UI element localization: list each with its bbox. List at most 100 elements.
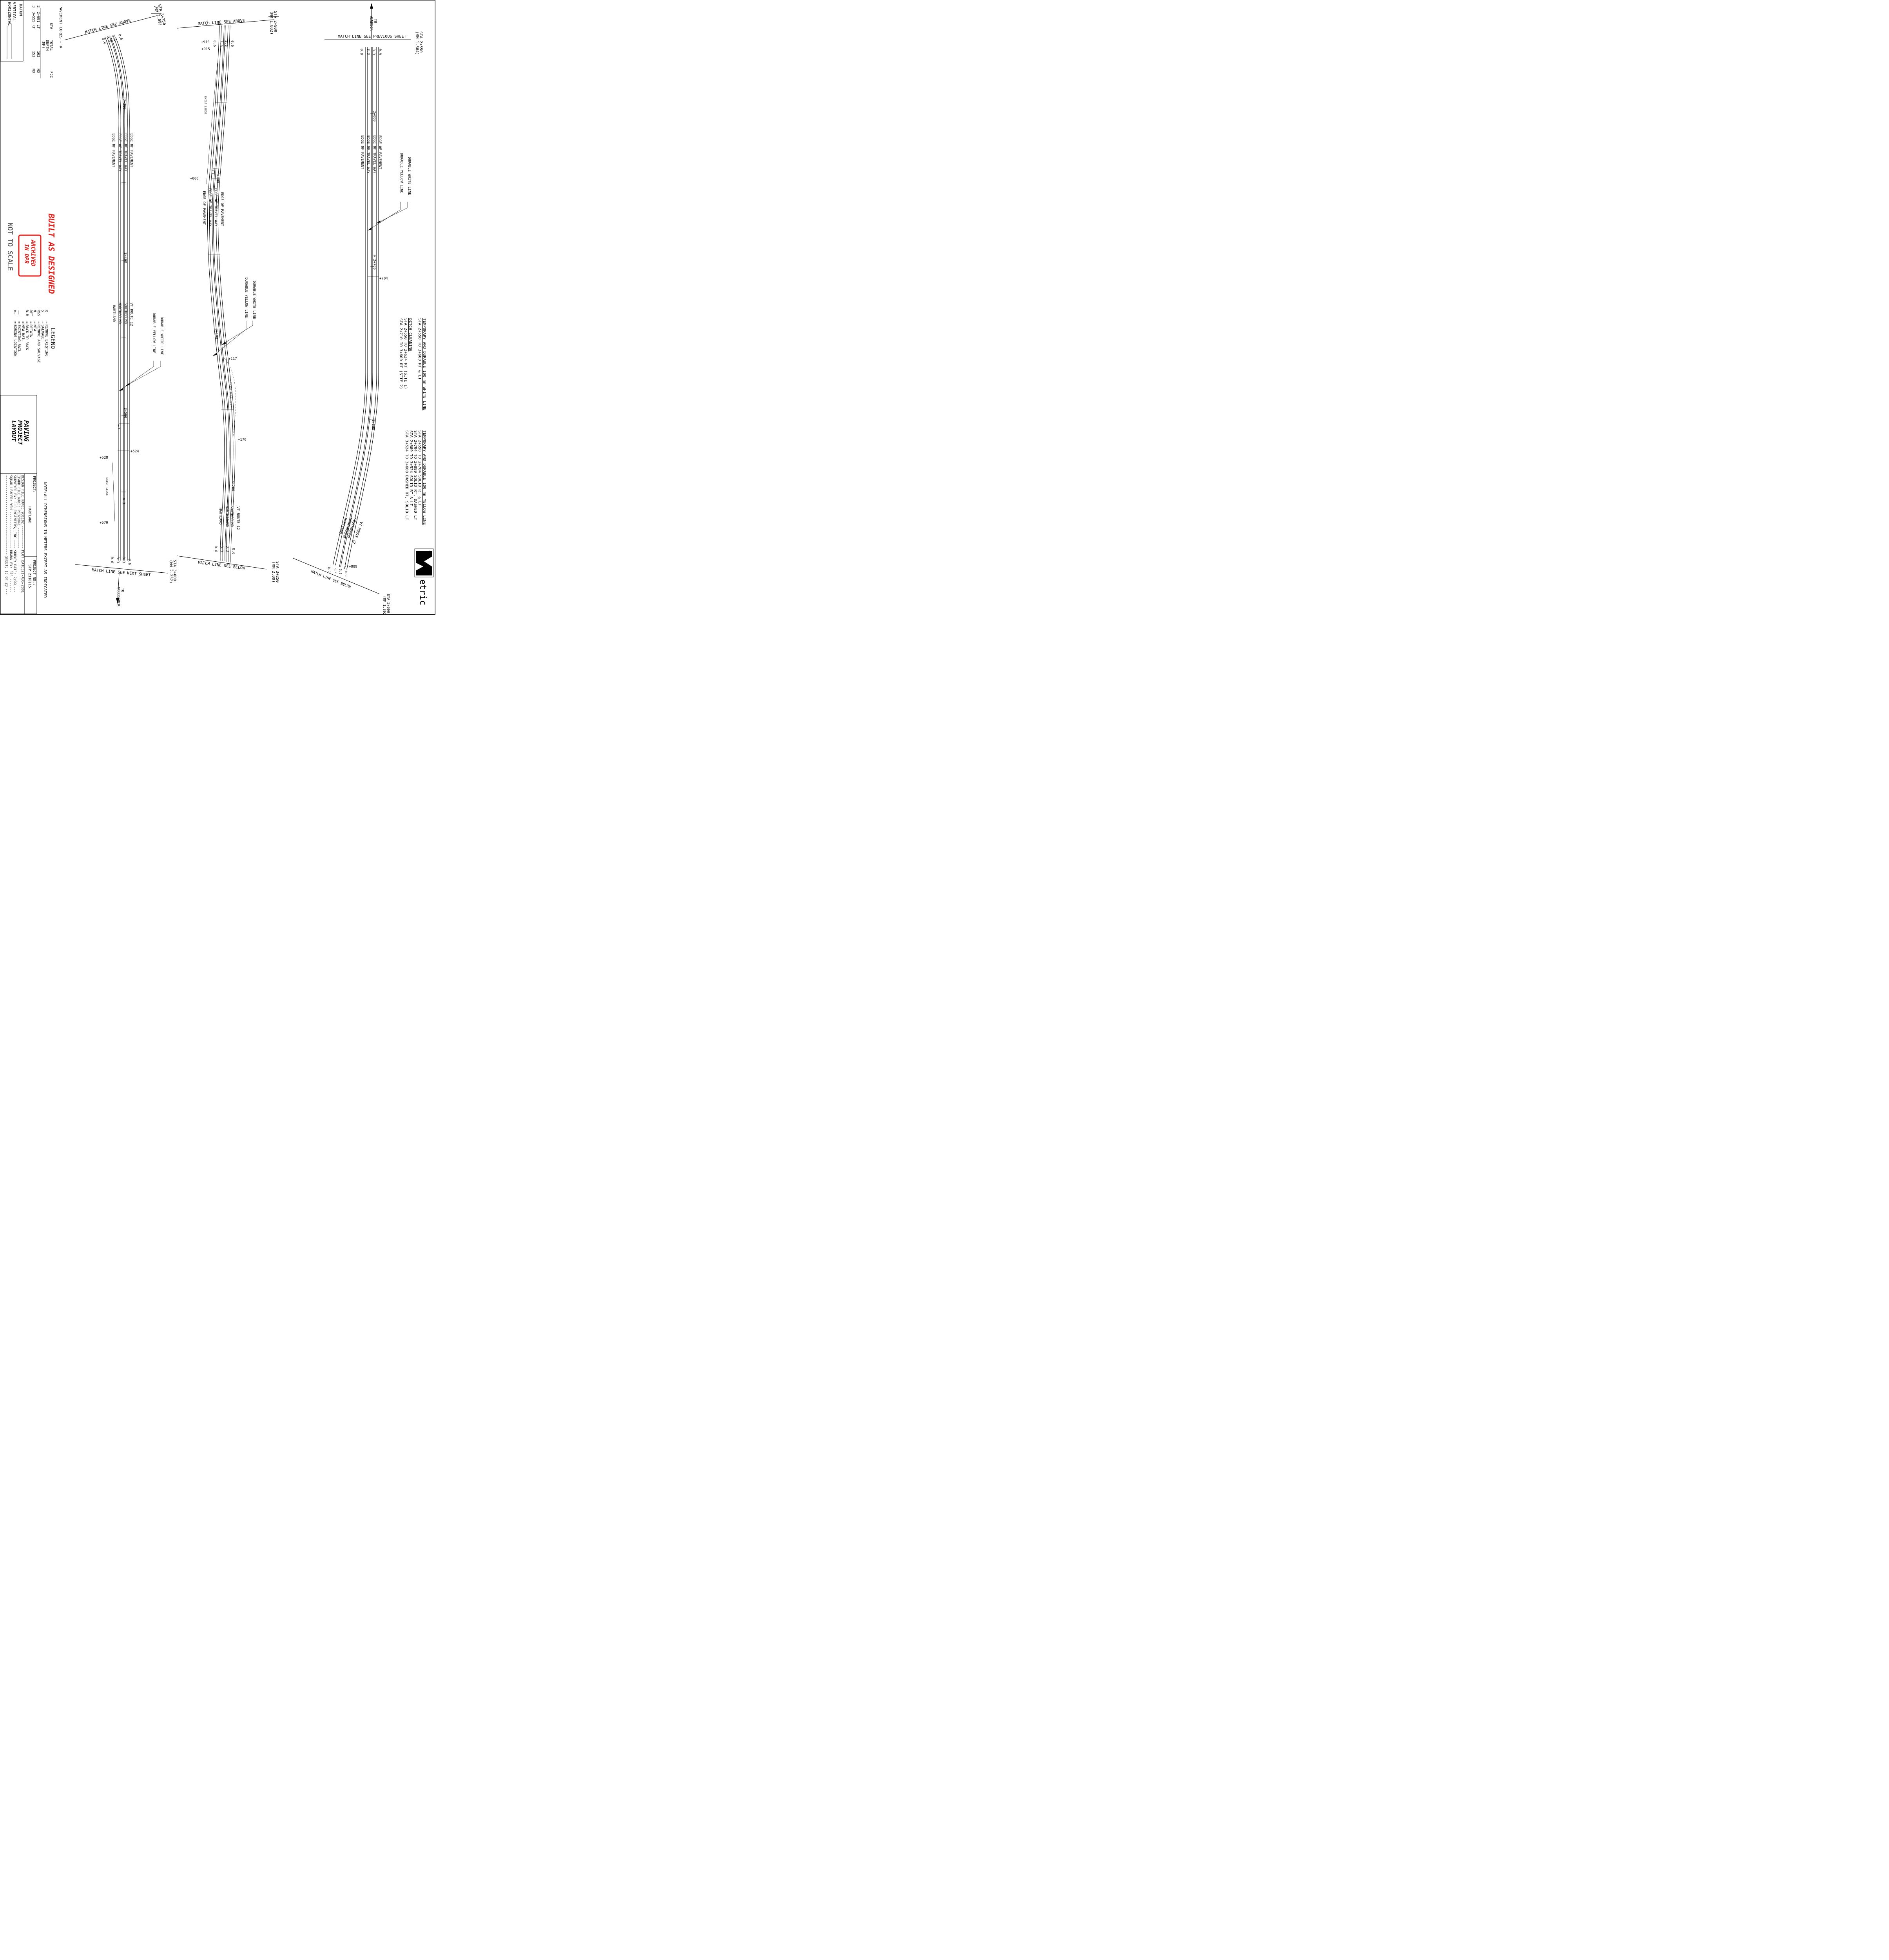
s3-mark-889: +889	[349, 565, 357, 569]
cores-h-depth-3: (MM)	[41, 40, 45, 49]
s2-nb: NORTHBOUND	[225, 506, 229, 527]
tb-row-5: --------------------------------------- …	[4, 475, 8, 595]
s1-dim-b4: 0.6	[127, 559, 131, 565]
legend-symbol: R&S	[36, 310, 40, 316]
project-name: HARTLAND	[27, 506, 31, 523]
s2-sta-top: STA 2+900	[273, 11, 277, 32]
project-label: PROJECT:	[32, 476, 36, 493]
cores-h-depth-2: DEPTH	[45, 40, 49, 51]
legend-desc: BACK TO BACK	[25, 325, 29, 350]
cores-r2-pcc: NO	[31, 69, 35, 73]
strip-1: STA 3+250 (MM 2.09) MATCH LINE SEE ABOVE…	[64, 4, 177, 606]
legend-desc: EXISTING RAIL	[17, 325, 21, 352]
s2-dim-4: 0.6	[230, 40, 234, 47]
s3-dim-b3: 3.3	[339, 569, 342, 575]
s1-label-etw-l: EDGE OF TRAVEL WAY	[118, 133, 121, 172]
s3-mm-bot: (MM 1.802)	[382, 596, 386, 615]
s2-dim-2: 3.3	[219, 40, 223, 47]
legend-eq: =	[13, 321, 17, 324]
s3-sta-2600: 2+600	[372, 111, 376, 122]
plan-drawing: STA 2+550 (MM 1.584) MATCH LINE SEE PREV…	[0, 0, 436, 617]
stamps: BUILT AS DESIGNED ARCHIVED IN DPR NOT TO…	[6, 213, 56, 294]
s1-dim-4: 0.6	[117, 34, 123, 41]
legend-symbol: R	[44, 310, 48, 312]
s2-mark-910: +910	[201, 40, 210, 44]
s1-dim-b2: 3.3	[116, 557, 120, 563]
s1-label-etw-r: EDGE OF TRAVEL WAY	[123, 133, 127, 172]
s3-label-etw-r: EDGE OF TRAVEL WAY	[372, 135, 376, 174]
s1-mark-528: +528	[100, 456, 108, 460]
archived-1: ARCHIVED	[30, 240, 36, 266]
legend-eq: =	[17, 321, 21, 324]
s2-mark-000: +000	[190, 177, 199, 181]
s1-mm-bot: (MM 2.237)	[169, 560, 173, 583]
pavement-cores-table: PAVEMENT CORES - ⊗ STA TOTAL DEPTH (MM) …	[31, 5, 63, 78]
legend-eq: =	[36, 321, 40, 324]
cores-r1-depth: 102	[36, 51, 40, 57]
drawing-sheet: STA 2+550 (MM 1.584) MATCH LINE SEE PREV…	[0, 0, 436, 617]
s3-dim-1: 0.9	[359, 49, 363, 55]
legend-eq: =	[40, 321, 44, 324]
s2-route: VT ROUTE 12	[236, 506, 240, 530]
s2-pull-off: EXIST PULL OFF	[229, 382, 232, 405]
s3-sta-2800: 2+800	[371, 419, 375, 430]
cores-h-pcc: PCC	[49, 71, 53, 78]
s1-dim-18: 1.8	[118, 424, 121, 429]
not-to-scale: NOT TO SCALE	[6, 223, 14, 271]
legend-symbol: B-B	[25, 310, 29, 316]
s1-core-3: ⊗ 3	[121, 498, 125, 504]
s2-dim-3: 3.3	[224, 40, 228, 47]
s1-mark-524: +524	[131, 450, 139, 454]
s2-dim-1: 0.6	[212, 40, 216, 47]
archived-2: IN DPR	[23, 244, 29, 264]
s2-dim-b2: 3.3	[219, 546, 223, 552]
legend-desc: NEW	[33, 325, 36, 331]
s1-sb: SOUTHBOUND	[123, 303, 127, 324]
datum-horizontal: HORIZONTAL	[7, 2, 11, 25]
s1-match-bot: MATCH LINE SEE NEXT SHEET	[92, 568, 151, 577]
legend-eq: =	[29, 321, 33, 324]
legend-desc: REMOVE AND SALVAGE	[36, 325, 40, 363]
cores-r2-depth: 152	[31, 51, 35, 57]
s2-dim-b1: 0.6	[214, 546, 218, 552]
white-row-1: STA 2+550 TO 3+600 RT & LT	[417, 318, 422, 380]
cores-r2-id: 3	[31, 5, 35, 7]
datum-vertical: VERTICAL	[12, 2, 16, 21]
s2-dim-b4: 0.6	[231, 548, 235, 554]
legend-symbol: S	[40, 310, 44, 312]
s3-sta-top: STA 2+550	[419, 31, 423, 53]
s3-mm-top: (MM 1.584)	[415, 31, 419, 55]
legend-eq: =	[33, 321, 36, 324]
s2-exist-ledge: EXIST LEDGE	[204, 96, 207, 114]
yellow-row-2: STA 2+704 TO 2+889 SOLID RT, DASHED LT	[413, 430, 417, 520]
logo-text: etric	[418, 579, 428, 605]
s2-yellow-line: DURABLE YELLOW LINE	[244, 278, 248, 318]
s2-white-line: DURABLE WHITE LINE	[252, 281, 256, 319]
s1-sta-3400: 3+400	[123, 252, 127, 263]
s3-sta-bot: STA 2+900	[386, 594, 390, 613]
yellow-title: TEMPORARY AND DURABLE 100 mm YELLOW LINE	[422, 430, 426, 525]
s1-mark-570: +570	[100, 521, 108, 525]
s3-dim-b2: 3.3	[333, 568, 337, 573]
s2-sb: SOUTHBOUND	[230, 506, 234, 527]
s1-dim-b3: 3.3	[121, 557, 125, 563]
s2-mark-117: +117	[228, 357, 237, 361]
legend-symbol: N	[33, 310, 36, 312]
s2-match-bot: MATCH LINE SEE BELOW	[198, 561, 246, 571]
s2-mm-bot: (MM 2.09)	[271, 561, 276, 583]
s3-windsor-2: WINDSOR	[369, 16, 373, 31]
cores-h-sta: STA	[49, 23, 53, 29]
s2-dim-18: 1.8	[211, 169, 214, 174]
tb-row-1: DESIGN FILE NAME: 98C102 ----------- PLO…	[20, 475, 24, 593]
s2-dim-b3: 3.3	[225, 546, 229, 552]
s1-nb: NORTHBOUND	[118, 303, 121, 324]
yellow-row-1: STA 2+550 TO 2+704 SOLID RT & LT	[417, 430, 422, 506]
legend: LEGEND R=REMOVE EXISTINGS=SALVAGER&S=REM…	[13, 310, 56, 363]
s3-dim-4: 0.9	[378, 49, 382, 55]
s2-label-etw-l: EDGE OF TRAVEL WAY	[208, 188, 212, 227]
datum-box: DATUM VERTICAL HORIZONTAL	[0, 0, 24, 62]
s3-label-eop-l: EDGE OF PAVEMENT	[360, 135, 364, 169]
s3-match-top: MATCH LINE SEE PREVIOUS SHEET	[338, 34, 406, 39]
yellow-row-3: STA 2+889 TO 3+524 SOLID RT & LT	[409, 430, 413, 506]
s1-woodstock-1: TO	[120, 588, 124, 592]
